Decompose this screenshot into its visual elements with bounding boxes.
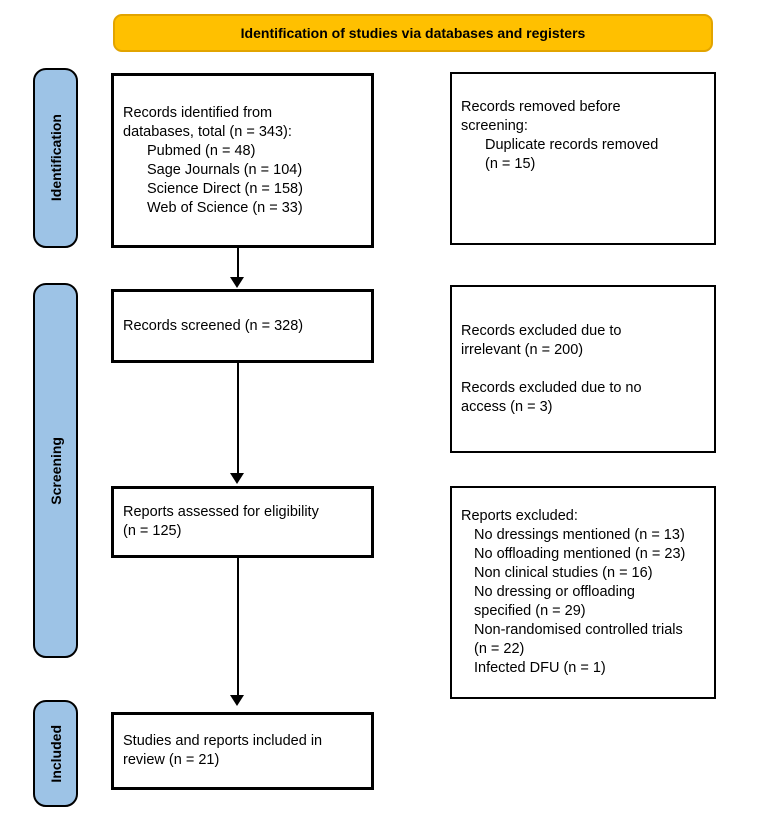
arrowhead-down-icon bbox=[230, 695, 244, 706]
title-banner-label: Identification of studies via databases … bbox=[240, 25, 586, 41]
box-reports-assessed: Reports assessed for eligibility(n = 125… bbox=[111, 486, 374, 558]
box-records-screened: Records screened (n = 328) bbox=[111, 289, 374, 363]
stage-label-included: Included bbox=[33, 700, 78, 807]
box-reports-excluded: Reports excluded:No dressings mentioned … bbox=[450, 486, 716, 699]
stage-label-identification: Identification bbox=[33, 68, 78, 248]
stage-label-screening: Screening bbox=[33, 283, 78, 658]
arrowhead-down-icon bbox=[230, 277, 244, 288]
down-arrow-screened-to-assessed bbox=[230, 363, 245, 484]
stage-label-included-text: Included bbox=[47, 724, 64, 783]
arrow-shaft bbox=[236, 247, 239, 279]
box-records-screened-text: Records screened (n = 328) bbox=[123, 317, 304, 334]
title-banner: Identification of studies via databases … bbox=[113, 14, 713, 52]
box-reports-excluded-text: Reports excluded:No dressings mentioned … bbox=[461, 508, 686, 676]
box-reports-assessed-text: Reports assessed for eligibility(n = 125… bbox=[123, 504, 319, 539]
down-arrow-assessed-to-included bbox=[230, 558, 245, 706]
arrow-shaft bbox=[236, 363, 239, 475]
arrowhead-down-icon bbox=[230, 473, 244, 484]
arrow-shaft bbox=[236, 558, 239, 697]
stage-label-identification-text: Identification bbox=[47, 114, 64, 202]
down-arrow-identification-to-screened bbox=[230, 247, 245, 288]
stage-label-screening-text: Screening bbox=[47, 436, 64, 505]
